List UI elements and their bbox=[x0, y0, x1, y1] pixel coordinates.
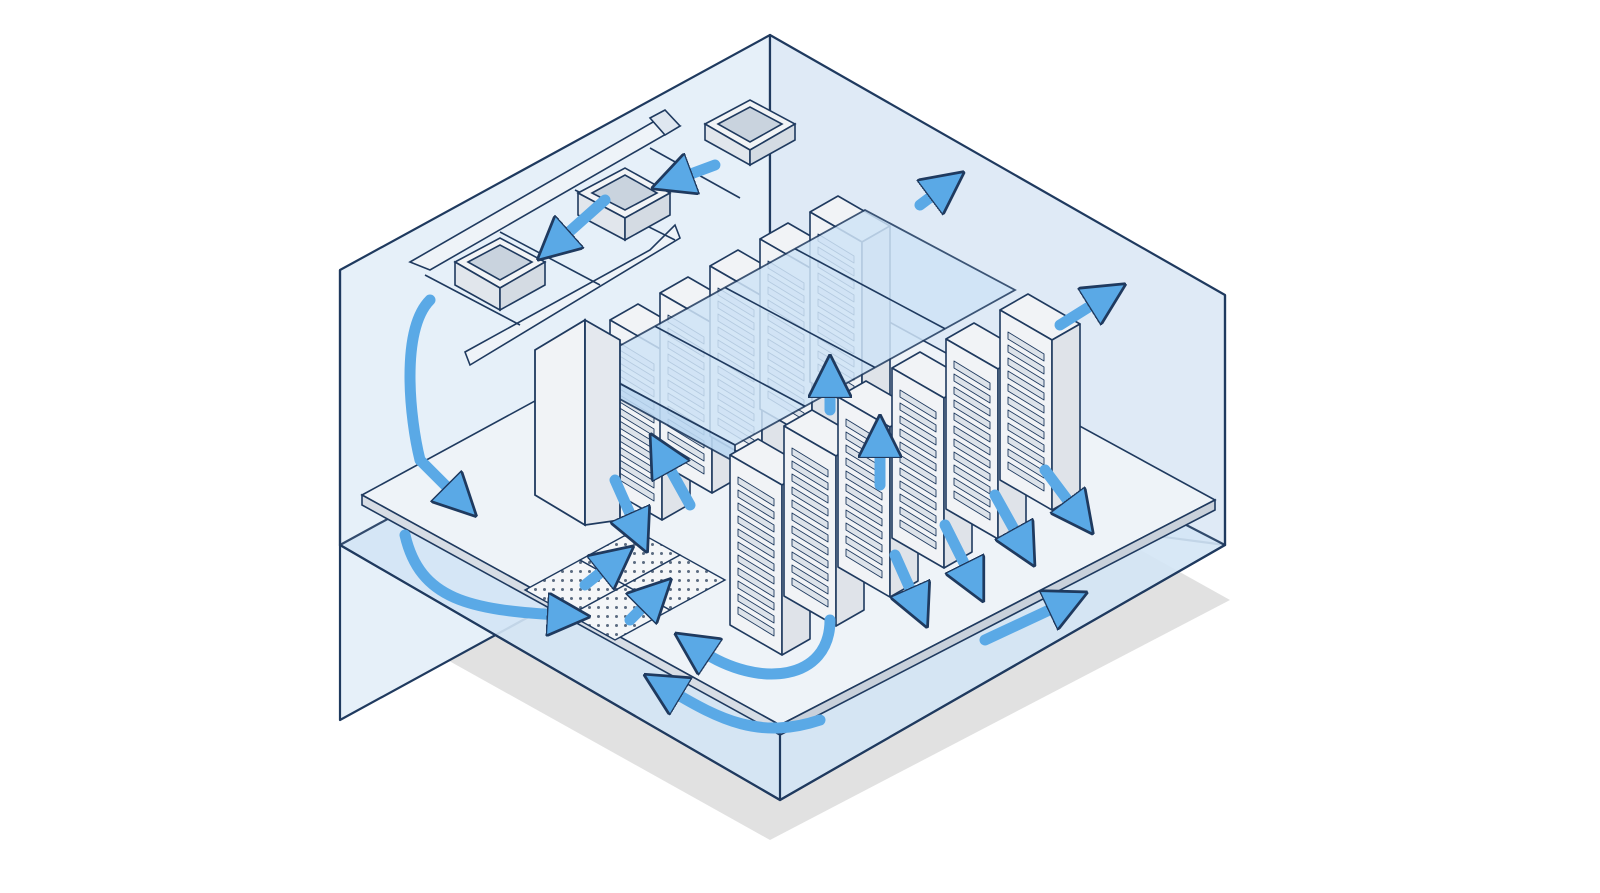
server-unit bbox=[791, 512, 829, 543]
server-unit bbox=[737, 502, 775, 533]
server-unit bbox=[1007, 396, 1045, 427]
airflow-arrow-icon bbox=[404, 294, 455, 495]
crac-unit-icon bbox=[576, 167, 672, 242]
server-unit bbox=[899, 454, 937, 485]
server-unit bbox=[899, 467, 937, 498]
server-unit bbox=[953, 490, 991, 521]
server-unit bbox=[737, 476, 775, 507]
server-unit bbox=[1007, 331, 1045, 362]
server-unit bbox=[1007, 409, 1045, 440]
airflow-arrow-icon bbox=[914, 190, 940, 205]
server-unit bbox=[953, 451, 991, 482]
duct-upper-rail bbox=[648, 109, 682, 137]
server-unit bbox=[953, 425, 991, 456]
server-unit bbox=[1007, 344, 1045, 375]
airflow-arrow-icon bbox=[700, 614, 836, 680]
server-unit bbox=[899, 506, 937, 537]
server-unit bbox=[953, 386, 991, 417]
airflow-arrow-icon bbox=[665, 460, 696, 511]
server-unit bbox=[1007, 448, 1045, 479]
airflow-arrow-icon bbox=[1039, 464, 1075, 510]
server-unit bbox=[899, 493, 937, 524]
airflow-arrow-icon bbox=[579, 565, 610, 591]
ceiling-duct bbox=[408, 109, 741, 367]
server-unit bbox=[737, 593, 775, 624]
server-unit bbox=[737, 567, 775, 598]
containment-roof-panels bbox=[654, 248, 946, 407]
airflow-arrow-icon bbox=[609, 474, 635, 525]
airflow-arrow-icon bbox=[560, 194, 611, 240]
roof-panel-divider bbox=[724, 286, 876, 369]
roof-panel-divider bbox=[794, 248, 946, 330]
airflow-arrow-icon bbox=[989, 489, 1020, 540]
server-unit bbox=[737, 606, 775, 637]
server-unit bbox=[899, 519, 937, 550]
airflow-arrow-icon bbox=[979, 605, 1060, 646]
server-unit bbox=[791, 538, 829, 569]
duct-bottom-rail bbox=[464, 223, 681, 367]
airflow-arrows bbox=[399, 165, 1100, 734]
duct-rung bbox=[424, 274, 521, 326]
airflow-arrow-icon bbox=[1054, 300, 1100, 331]
server-unit bbox=[1007, 461, 1045, 492]
airflow-arrow-icon bbox=[624, 600, 650, 626]
server-unit bbox=[953, 477, 991, 508]
server-unit bbox=[737, 528, 775, 559]
server-unit bbox=[791, 499, 829, 530]
airflow-arrow-icon bbox=[680, 165, 721, 178]
rack-end-block bbox=[534, 318, 621, 527]
roof-panel-divider bbox=[654, 325, 806, 407]
server-unit bbox=[953, 360, 991, 391]
room-front-outline bbox=[338, 270, 1227, 802]
server-unit bbox=[737, 489, 775, 520]
server-unit bbox=[953, 373, 991, 404]
server-unit bbox=[953, 399, 991, 430]
crac-unit-icon bbox=[453, 237, 547, 312]
airflow-arrow-icon bbox=[889, 549, 915, 600]
server-unit bbox=[737, 580, 775, 611]
server-unit bbox=[791, 473, 829, 504]
server-unit bbox=[791, 551, 829, 582]
server-unit bbox=[845, 483, 883, 514]
server-unit bbox=[1007, 370, 1045, 401]
airflow-arrow-icon bbox=[670, 690, 826, 734]
server-unit bbox=[791, 525, 829, 556]
server-rack-icon bbox=[999, 293, 1081, 511]
server-unit bbox=[1007, 422, 1045, 453]
server-unit bbox=[845, 548, 883, 579]
server-unit bbox=[791, 447, 829, 478]
server-unit bbox=[953, 412, 991, 443]
server-unit bbox=[845, 522, 883, 553]
server-unit bbox=[737, 554, 775, 585]
server-unit bbox=[1007, 357, 1045, 388]
server-unit bbox=[899, 402, 937, 433]
airflow-arrow-icon bbox=[399, 529, 560, 615]
server-unit bbox=[791, 486, 829, 517]
server-unit bbox=[899, 480, 937, 511]
server-unit bbox=[845, 535, 883, 566]
server-unit bbox=[845, 509, 883, 540]
crac-unit-icon bbox=[703, 99, 797, 167]
airflow-arrow-icon bbox=[939, 519, 970, 575]
cooling-units bbox=[453, 99, 797, 312]
server-unit bbox=[845, 470, 883, 501]
server-unit bbox=[737, 515, 775, 546]
server-unit bbox=[1007, 383, 1045, 414]
server-unit bbox=[791, 577, 829, 608]
server-unit bbox=[845, 496, 883, 527]
server-unit bbox=[899, 389, 937, 420]
server-unit bbox=[791, 564, 829, 595]
server-unit bbox=[737, 541, 775, 572]
server-unit bbox=[791, 460, 829, 491]
server-unit bbox=[953, 438, 991, 469]
